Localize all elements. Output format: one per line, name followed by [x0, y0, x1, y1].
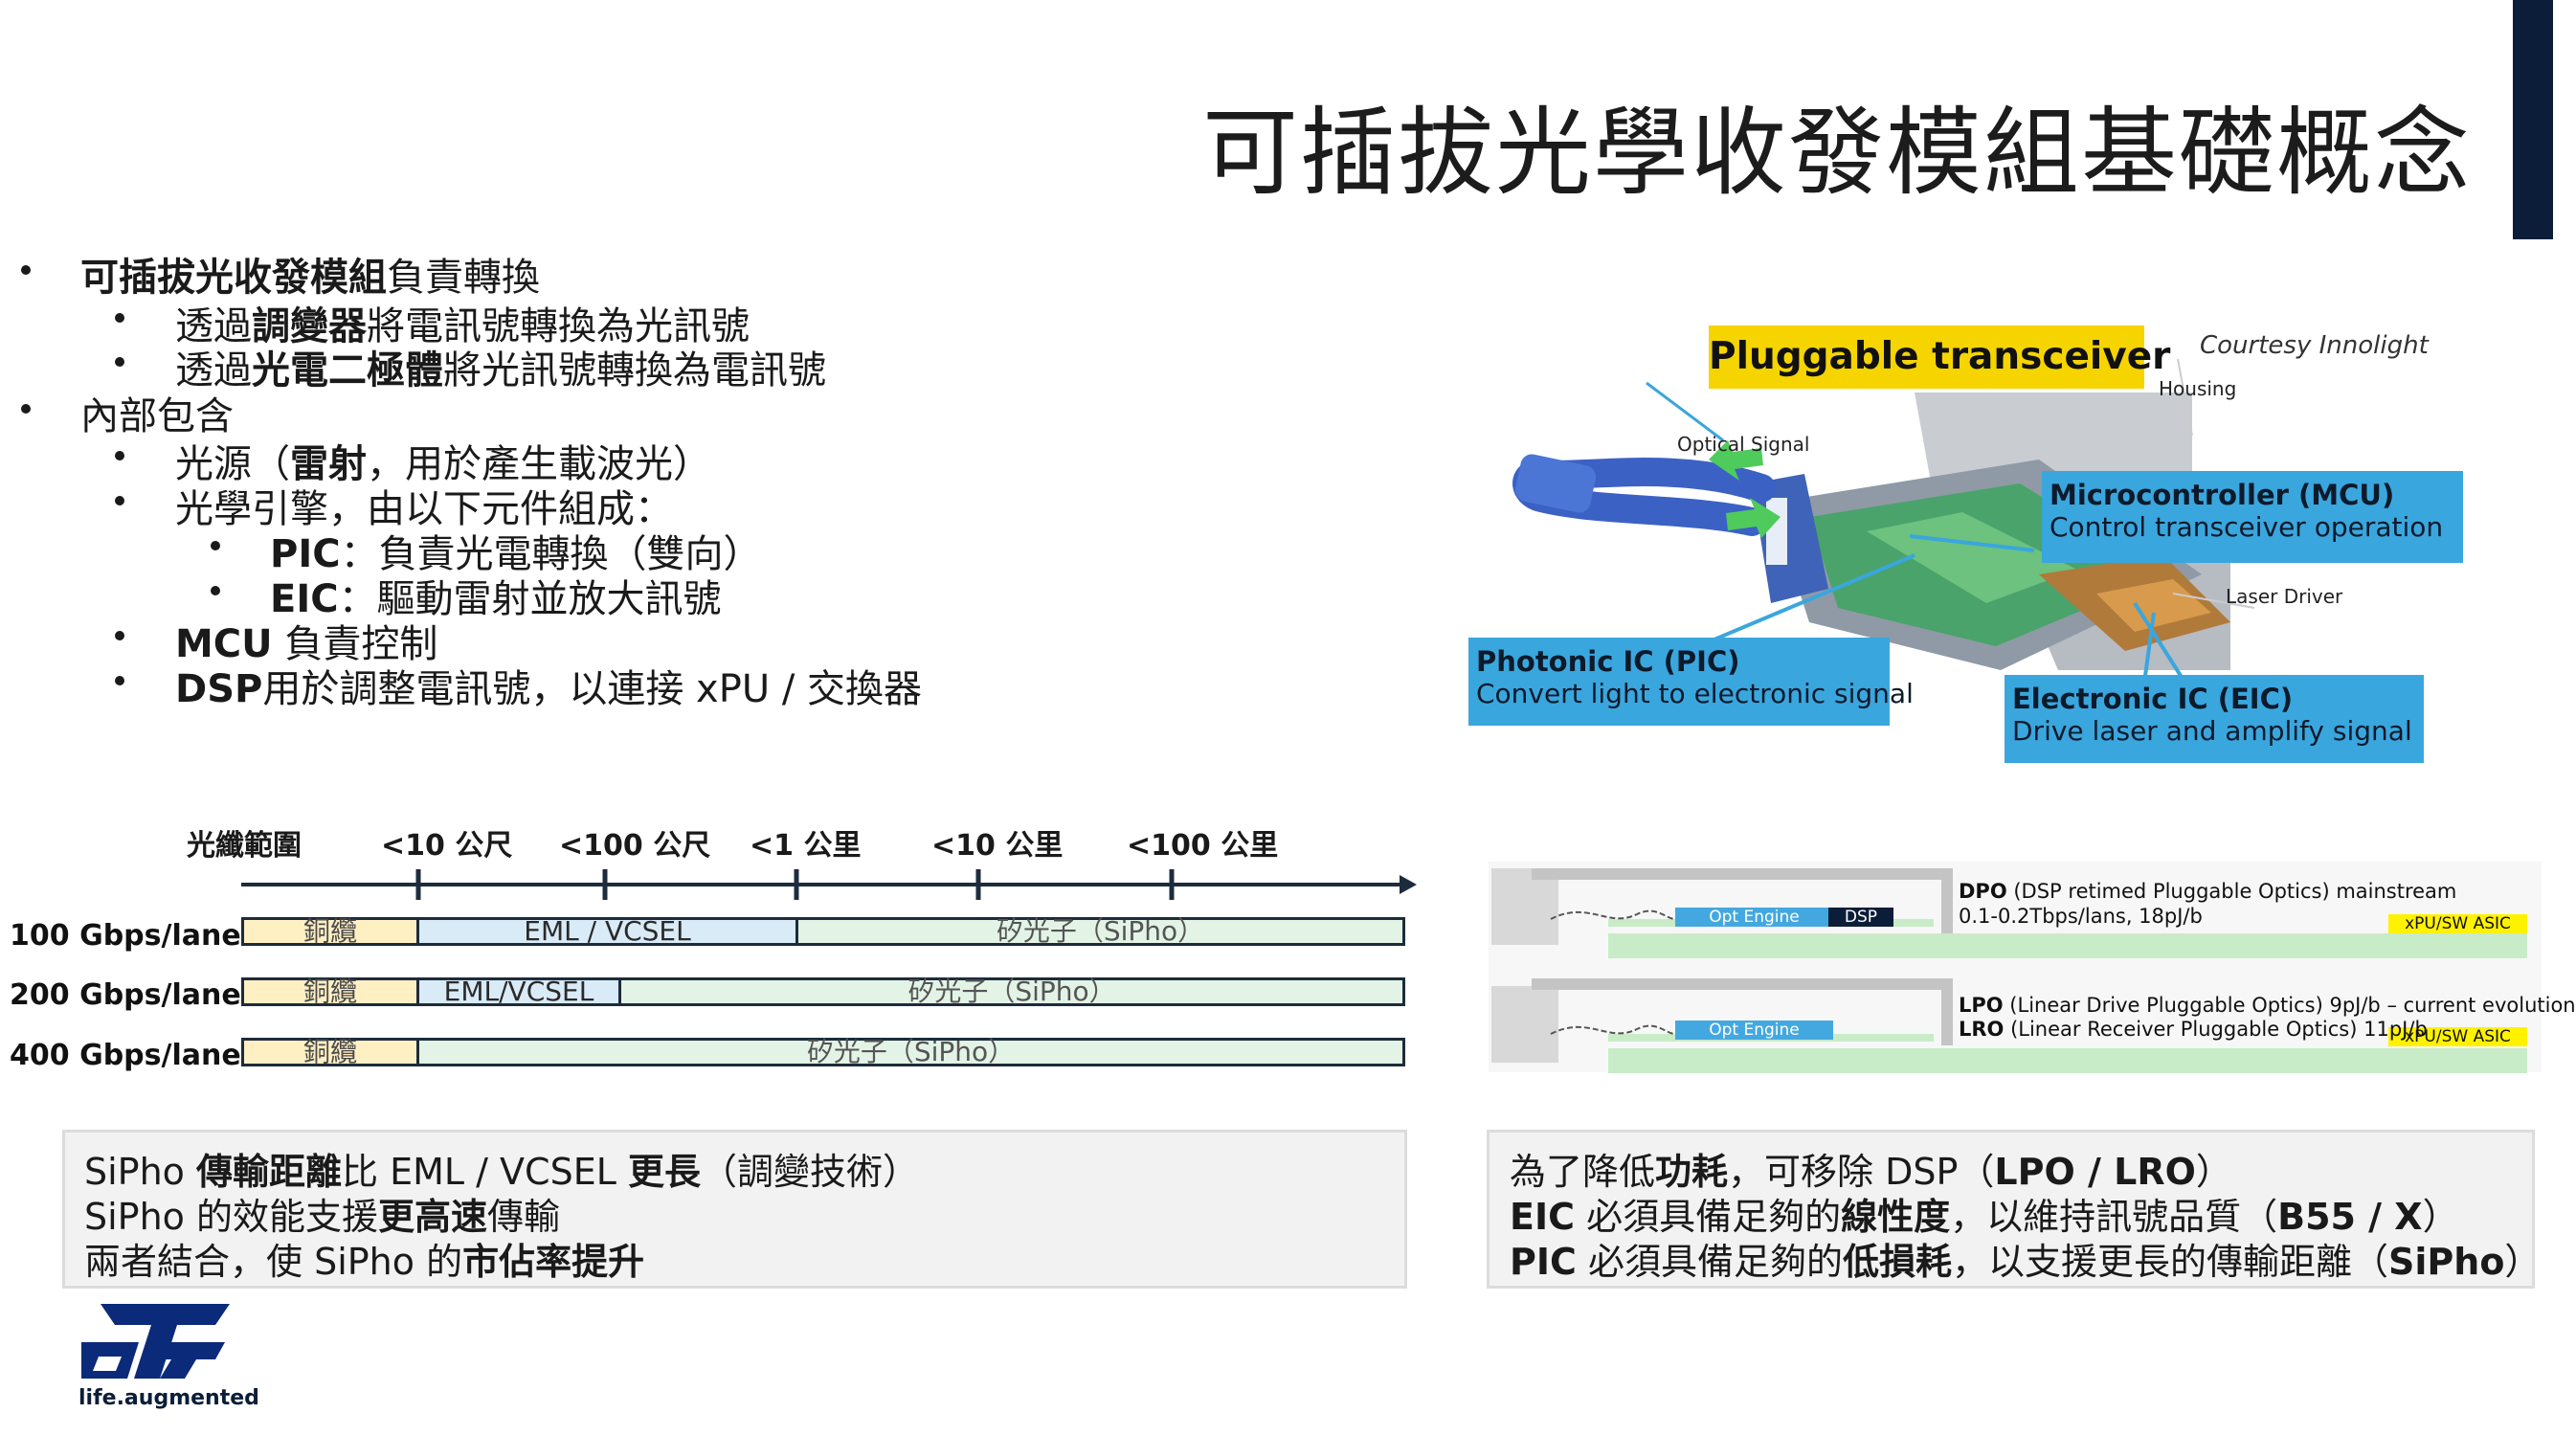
dpo-spec: 0.1-0.2Tbps/lans, 18pJ/b: [1959, 905, 2203, 928]
lro-description: LRO (Linear Receiver Pluggable Optics) 1…: [1959, 1018, 2428, 1041]
lane-label-100g: 100 Gbps/lane: [10, 919, 241, 953]
laser-driver-label: Laser Driver: [2226, 585, 2343, 608]
left-summary-line-1: SiPho 傳輸距離比 EML / VCSEL 更長（調變技術）: [84, 1151, 919, 1193]
mcu-callout: Microcontroller (MCU) Control transceive…: [2042, 471, 2463, 563]
bullet-1a: 透過調變器將電訊號轉換為光訊號: [115, 295, 750, 350]
bullet-2b1: PIC：負責光電轉換（雙向）: [211, 523, 762, 578]
pic-desc: Convert light to electronic signal: [1476, 678, 1914, 709]
lane2-sipho-segment: 矽光子（SiPho）: [618, 977, 1405, 1006]
bullet-2b: 光學引擎，由以下元件組成：: [115, 478, 673, 533]
left-summary-box: [62, 1130, 1407, 1289]
courtesy-credit: Courtesy Innolight: [2200, 331, 2429, 360]
st-tagline: life.augmented: [78, 1386, 259, 1410]
bullet-2a: 光源（雷射，用於產生載波光）: [115, 433, 711, 488]
tick-label-10km: <10 公里: [931, 829, 1064, 863]
housing-label: Housing: [2159, 377, 2237, 400]
range-axis: [241, 869, 1417, 900]
bullet-2c: MCU 負責控制: [115, 613, 437, 668]
pic-title: Photonic IC (PIC): [1476, 645, 1740, 678]
mcu-title: Microcontroller (MCU): [2050, 479, 2395, 511]
banner-text: Pluggable transceiver: [1709, 335, 2171, 378]
lane2-eml-segment: EML/VCSEL: [416, 977, 621, 1006]
tick-label-1km: <1 公里: [750, 829, 862, 863]
st-logo-mark: [81, 1304, 230, 1379]
lane2-copper-segment: 銅纜: [241, 977, 419, 1006]
left-summary-line-3: 兩者結合，使 SiPho 的市佔率提升: [84, 1241, 645, 1283]
dpo-asic: xPU/SW ASIC: [2388, 914, 2527, 933]
pluggable-transceiver-banner: [1709, 325, 2144, 389]
lpo-host-board: [1608, 1048, 2527, 1073]
pic-callout: Photonic IC (PIC) Convert light to elect…: [1468, 638, 1914, 726]
lpo-description: LPO (Linear Drive Pluggable Optics) 9pJ/…: [1959, 994, 2576, 1017]
lane1-sipho-segment: 矽光子（SiPho）: [795, 917, 1405, 946]
right-summary-box: [1487, 1130, 2535, 1289]
corner-accent-bar: [2513, 0, 2553, 239]
lane1-eml-segment: EML / VCSEL: [416, 917, 798, 946]
tick-label-10m: <10 公尺: [381, 829, 513, 863]
dpo-description: DPO (DSP retimed Pluggable Optics) mains…: [1959, 880, 2457, 903]
dpo-cage: [1491, 868, 1558, 945]
lpo-opt-engine: Opt Engine: [1675, 1021, 1833, 1040]
range-header: 光纖範圍: [187, 829, 302, 863]
lane3-copper-segment: 銅纜: [241, 1038, 419, 1066]
left-summary-line-2: SiPho 的效能支援更高速傳輸: [84, 1196, 561, 1238]
tick-label-100km: <100 公里: [1127, 829, 1279, 863]
tick-label-100m: <100 公尺: [559, 829, 711, 863]
bullet-1: 可插拔光收發模組負責轉換: [21, 246, 540, 302]
right-summary-line-1: 為了降低功耗，可移除 DSP（LPO / LRO）: [1510, 1151, 2232, 1193]
dpo-host-board: [1608, 933, 2527, 958]
bullet-1b: 透過光電二極體將光訊號轉換為電訊號: [115, 339, 826, 394]
right-summary-line-2: EIC 必須具備足夠的線性度，以維持訊號品質（B55 / X）: [1510, 1196, 2459, 1238]
optical-signal-arrow: [1709, 440, 1763, 481]
lpo-asic: xPU/SW ASIC: [2388, 1027, 2527, 1046]
optical-signal-label: Optical Signal: [1677, 433, 1810, 456]
mcu-desc: Control transceiver operation: [2050, 511, 2444, 543]
right-summary-line-3: PIC 必須具備足夠的低損耗，以支援更長的傳輸距離（SiPho）: [1510, 1241, 2542, 1283]
lane-label-200g: 200 Gbps/lane: [10, 978, 241, 1012]
page-title: 可插拔光學收發模組基礎概念: [1202, 97, 2472, 209]
fiber-lines: [1550, 909, 1676, 1035]
dpo-opt-engine: Opt Engine: [1675, 908, 1833, 927]
eic-title: Electronic IC (EIC): [2012, 683, 2294, 715]
bullet-2d: DSP用於調整電訊號，以連接 xPU / 交換器: [115, 658, 922, 713]
lane-label-400g: 400 Gbps/lane: [10, 1039, 241, 1072]
lane1-copper-segment: 銅纜: [241, 917, 419, 946]
lpo-cage: [1491, 986, 1558, 1063]
lane3-sipho-segment: 矽光子（SiPho）: [416, 1038, 1405, 1066]
eic-callout: Electronic IC (EIC) Drive laser and ampl…: [2005, 675, 2424, 763]
eic-desc: Drive laser and amplify signal: [2012, 715, 2412, 747]
bullet-2: 內部包含: [21, 385, 234, 440]
dpo-dsp-chip: DSP: [1828, 908, 1893, 927]
bullet-2b2: EIC：驅動雷射並放大訊號: [211, 568, 722, 623]
